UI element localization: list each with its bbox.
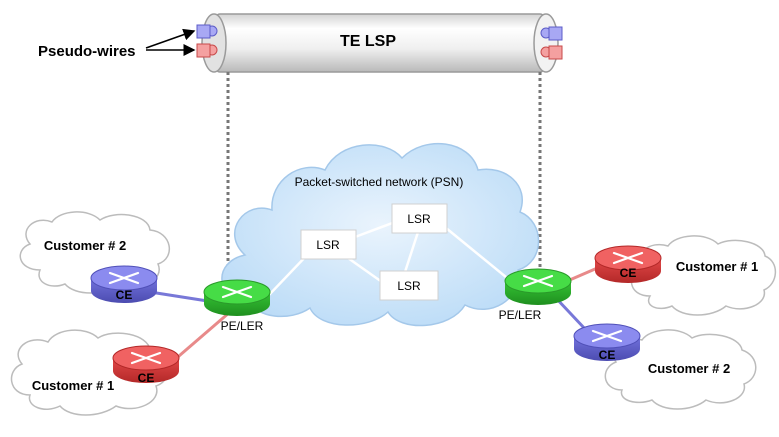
link-lsr2-pe-right [445,227,513,283]
pseudowire-ends [196,24,563,60]
lsr-label-3: LSR [397,279,421,293]
pseudowires-label: Pseudo-wires [38,43,136,60]
customer-left-bottom-label: Customer # 1 [32,378,114,393]
te-lsp-label: TE LSP [340,33,396,50]
psn-label: Packet-switched network (PSN) [295,175,464,189]
ce-left-bottom-label: CE [138,371,155,385]
pseudowires-callout: Pseudo-wires [38,28,196,60]
cloud-right-top-icon: Customer # 1 [630,235,777,316]
pw-right-blue-icon [540,26,563,41]
ce-right-top-router-icon: CE [594,245,662,283]
link-lsr1-lsr3 [347,256,383,284]
lsr-label-1: LSR [316,238,340,252]
tunnel-left-end [201,13,227,73]
customer-left-top-label: Customer # 2 [44,238,126,253]
pe-left-router-icon [203,279,271,316]
tunnel-right-end [533,13,559,73]
link-pe-right-ce-blue [553,295,588,332]
pw-left-red-icon [196,43,218,58]
link-ce-left-red [171,310,231,364]
psn-cloud-icon: Packet-switched network (PSN) [221,142,540,327]
ce-right-bottom-label: CE [599,348,616,362]
lsr-box-1: LSR [300,229,357,260]
pw-left-blue-icon [196,24,218,39]
lsr-box-3: LSR [379,270,439,301]
pe-right-router-icon [504,268,572,305]
pe-left-label: PE/LER [221,319,264,333]
ce-left-top-router-icon: CE [90,265,158,303]
ce-left-top-label: CE [116,288,133,302]
links [149,220,603,364]
cloud-right-bottom-icon: Customer # 2 [604,329,757,410]
link-lsr1-lsr2 [354,220,396,239]
lsr-label-2: LSR [407,212,431,226]
ce-right-bottom-router-icon: CE [573,323,641,362]
lsr-box-2: LSR [391,203,448,234]
ce-right-top-label: CE [620,266,637,280]
pseudowire-arrow-top [145,28,196,49]
pw-right-red-icon [540,45,563,60]
customer-right-bottom-label: Customer # 2 [648,361,730,376]
ce-left-bottom-router-icon: CE [112,345,180,385]
pe-right-label: PE/LER [499,308,542,322]
link-ce-left-blue [149,290,215,304]
customer-right-top-label: Customer # 1 [676,259,758,274]
link-lsr2-lsr3 [403,231,420,273]
te-lsp-tunnel: TE LSP [201,13,559,73]
